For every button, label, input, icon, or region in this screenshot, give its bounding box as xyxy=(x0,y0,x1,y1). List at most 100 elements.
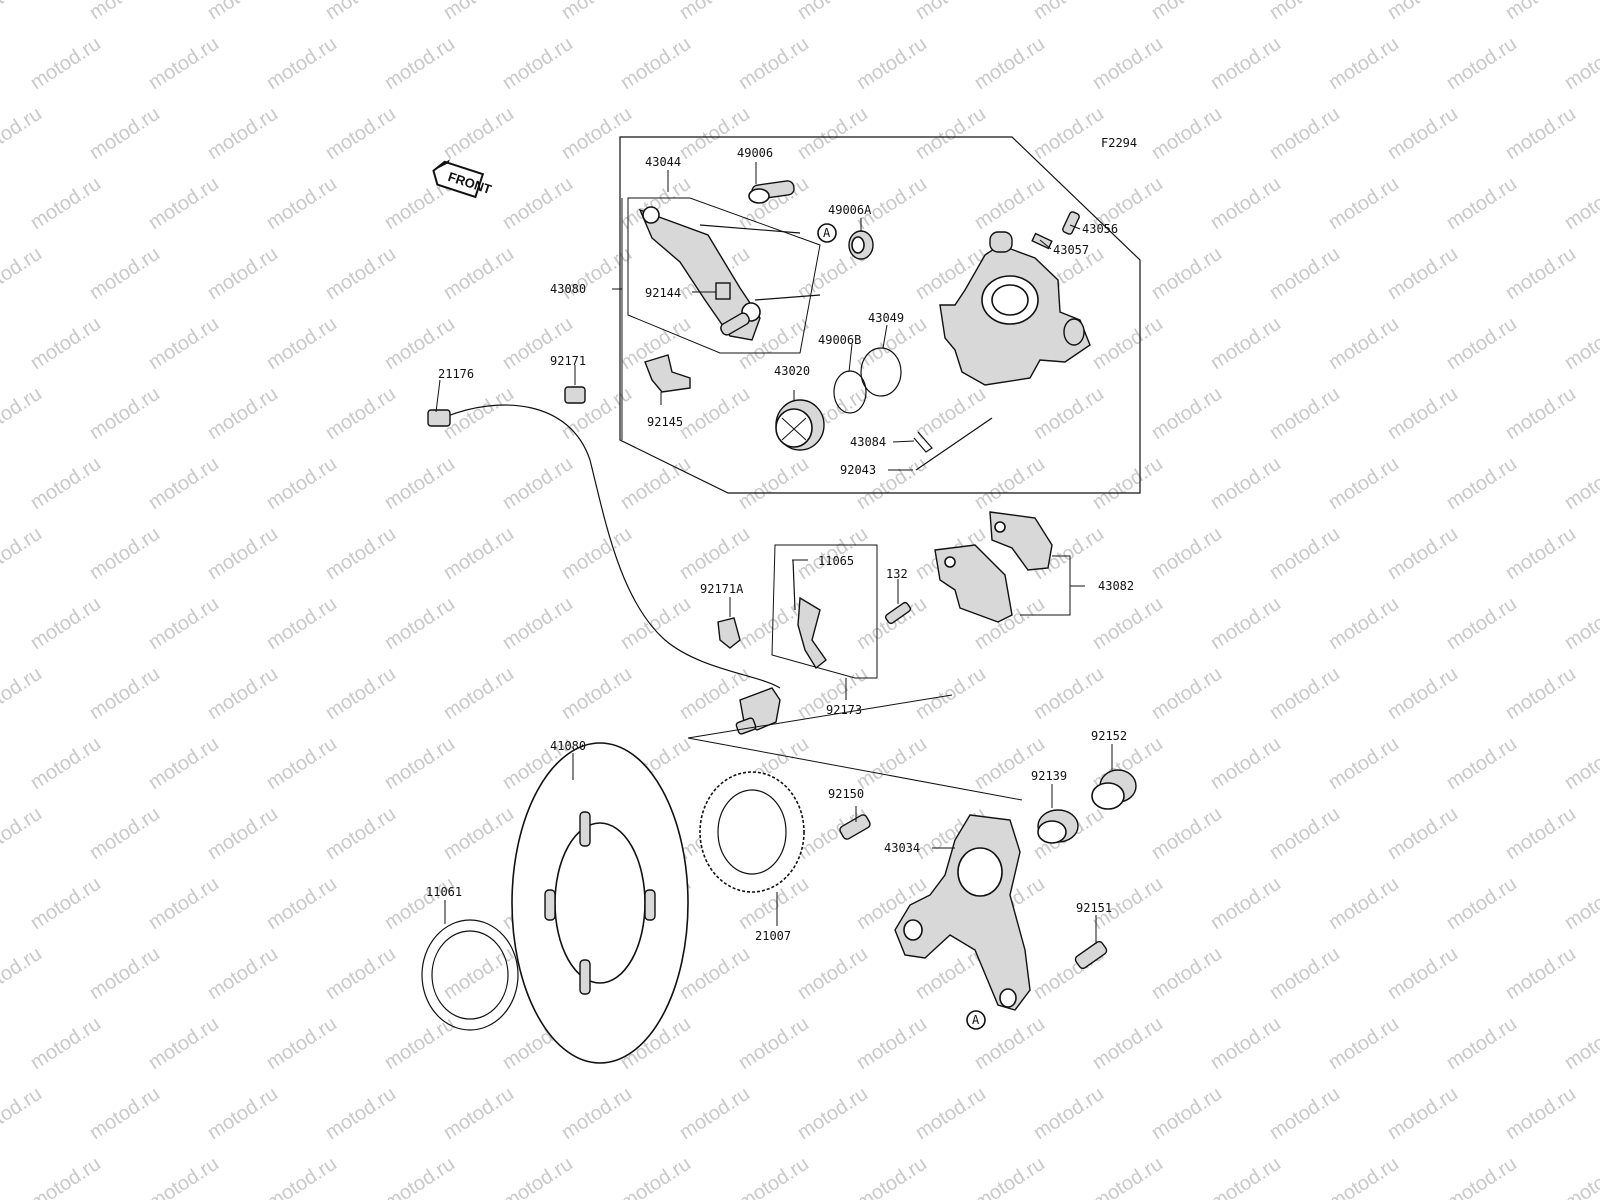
clip-92144 xyxy=(715,282,731,300)
watermark-text: motod.ru xyxy=(0,103,46,164)
watermark-text: motod.ru xyxy=(794,1083,872,1144)
watermark-text: motod.ru xyxy=(381,593,459,654)
watermark-text: motod.ru xyxy=(499,453,577,514)
watermark-text: motod.ru xyxy=(263,1153,341,1200)
watermark-text: motod.ru xyxy=(1443,173,1521,234)
pin-clip-43084 xyxy=(913,431,933,453)
watermark-text: motod.ru xyxy=(381,1153,459,1200)
watermark-text: motod.ru xyxy=(0,663,46,724)
watermark-text: motod.ru xyxy=(1561,33,1600,94)
watermark-text: motod.ru xyxy=(322,383,400,444)
watermark-text: motod.ru xyxy=(145,733,223,794)
brake-disc-41080 xyxy=(511,742,689,1064)
watermark-text: motod.ru xyxy=(1325,733,1403,794)
watermark-text: motod.ru xyxy=(499,173,577,234)
watermark-text: motod.ru xyxy=(27,593,105,654)
watermark-text: motod.ru xyxy=(1089,1153,1167,1200)
watermark-text: motod.ru xyxy=(1325,33,1403,94)
watermark-text: motod.ru xyxy=(1030,103,1108,164)
sensor-rotor-21007 xyxy=(699,771,805,893)
watermark-text: motod.ru xyxy=(322,1083,400,1144)
watermark-text: motod.ru xyxy=(1030,0,1108,24)
watermark-text: motod.ru xyxy=(381,733,459,794)
watermark-text: motod.ru xyxy=(1148,1083,1226,1144)
watermark-text: motod.ru xyxy=(381,313,459,374)
watermark-text: motod.ru xyxy=(1207,593,1285,654)
watermark-text: motod.ru xyxy=(735,453,813,514)
watermark-text: motod.ru xyxy=(1443,733,1521,794)
watermark-text: motod.ru xyxy=(1266,803,1344,864)
boot-49006a xyxy=(848,230,874,260)
watermark-text: motod.ru xyxy=(1443,313,1521,374)
caliper-holder-43034 xyxy=(894,814,1031,1011)
watermark-text: motod.ru xyxy=(1384,943,1462,1004)
watermark-text: motod.ru xyxy=(381,453,459,514)
watermark-text: motod.ru xyxy=(1325,1013,1403,1074)
watermark-text: motod.ru xyxy=(1089,313,1167,374)
watermark-text: motod.ru xyxy=(263,873,341,934)
watermark-text: motod.ru xyxy=(204,803,282,864)
watermark-text: motod.ru xyxy=(27,1013,105,1074)
watermark-text: motod.ru xyxy=(440,803,518,864)
watermark-text: motod.ru xyxy=(86,943,164,1004)
watermark-text: motod.ru xyxy=(1384,383,1462,444)
watermark-text: motod.ru xyxy=(912,103,990,164)
bolt-92151 xyxy=(1074,940,1108,970)
watermark-text: motod.ru xyxy=(1384,1083,1462,1144)
watermark-text: motod.ru xyxy=(912,0,990,24)
watermark-text: motod.ru xyxy=(1266,383,1344,444)
watermark-text: motod.ru xyxy=(263,453,341,514)
watermark-text: motod.ru xyxy=(1443,1153,1521,1200)
watermark-text: motod.ru xyxy=(1089,453,1167,514)
watermark-text: motod.ru xyxy=(1561,173,1600,234)
watermark-text: motod.ru xyxy=(145,593,223,654)
label-41080: 41080 xyxy=(550,739,586,753)
watermark-text: motod.ru xyxy=(440,383,518,444)
watermark-text: motod.ru xyxy=(0,803,46,864)
watermark-text: motod.ru xyxy=(617,453,695,514)
watermark-text: motod.ru xyxy=(1384,103,1462,164)
svg-text:A: A xyxy=(823,226,831,240)
watermark-text: motod.ru xyxy=(204,0,282,24)
watermark-text: motod.ru xyxy=(1325,593,1403,654)
watermark-text: motod.ru xyxy=(971,453,1049,514)
label-92152: 92152 xyxy=(1091,729,1127,743)
watermark-text: motod.ru xyxy=(86,383,164,444)
watermark-text: motod.ru xyxy=(204,1083,282,1144)
gasket-11061 xyxy=(421,919,519,1031)
watermark-text: motod.ru xyxy=(1443,593,1521,654)
watermark-text: motod.ru xyxy=(1502,1083,1580,1144)
watermark-text: motod.ru xyxy=(0,523,46,584)
watermark-text: motod.ru xyxy=(912,383,990,444)
watermark-text: motod.ru xyxy=(499,33,577,94)
watermark-text: motod.ru xyxy=(1561,1153,1600,1200)
watermark-text: motod.ru xyxy=(440,523,518,584)
watermark-text: motod.ru xyxy=(1502,523,1580,584)
watermark-text: motod.ru xyxy=(1443,453,1521,514)
label-132: 132 xyxy=(886,567,908,581)
label-49006: 49006 xyxy=(737,146,773,160)
watermark-text: motod.ru xyxy=(1561,313,1600,374)
watermark-text: motod.ru xyxy=(440,0,518,24)
watermark-text: motod.ru xyxy=(1207,873,1285,934)
watermark-text: motod.ru xyxy=(971,733,1049,794)
watermark-text: motod.ru xyxy=(381,1013,459,1074)
caliper-assembly-outline xyxy=(619,136,1141,494)
slide-pin-49006 xyxy=(748,180,795,204)
watermark-text: motod.ru xyxy=(145,1013,223,1074)
watermark-text: motod.ru xyxy=(204,103,282,164)
watermark-text: motod.ru xyxy=(499,1153,577,1200)
watermark-text: motod.ru xyxy=(27,873,105,934)
watermark-text: motod.ru xyxy=(558,0,636,24)
watermark-text: motod.ru xyxy=(1443,33,1521,94)
watermark-text: motod.ru xyxy=(1148,383,1226,444)
watermark-text: motod.ru xyxy=(794,943,872,1004)
watermark-text: motod.ru xyxy=(0,243,46,304)
bushing-92139 xyxy=(1037,809,1079,844)
pad-pin-92043 xyxy=(915,417,993,471)
brake-pads-43082 xyxy=(934,511,1053,623)
watermark-text: motod.ru xyxy=(1443,873,1521,934)
watermark-text: motod.ru xyxy=(1148,103,1226,164)
watermark-text: motod.ru xyxy=(617,1153,695,1200)
collar-92152 xyxy=(1091,769,1137,810)
